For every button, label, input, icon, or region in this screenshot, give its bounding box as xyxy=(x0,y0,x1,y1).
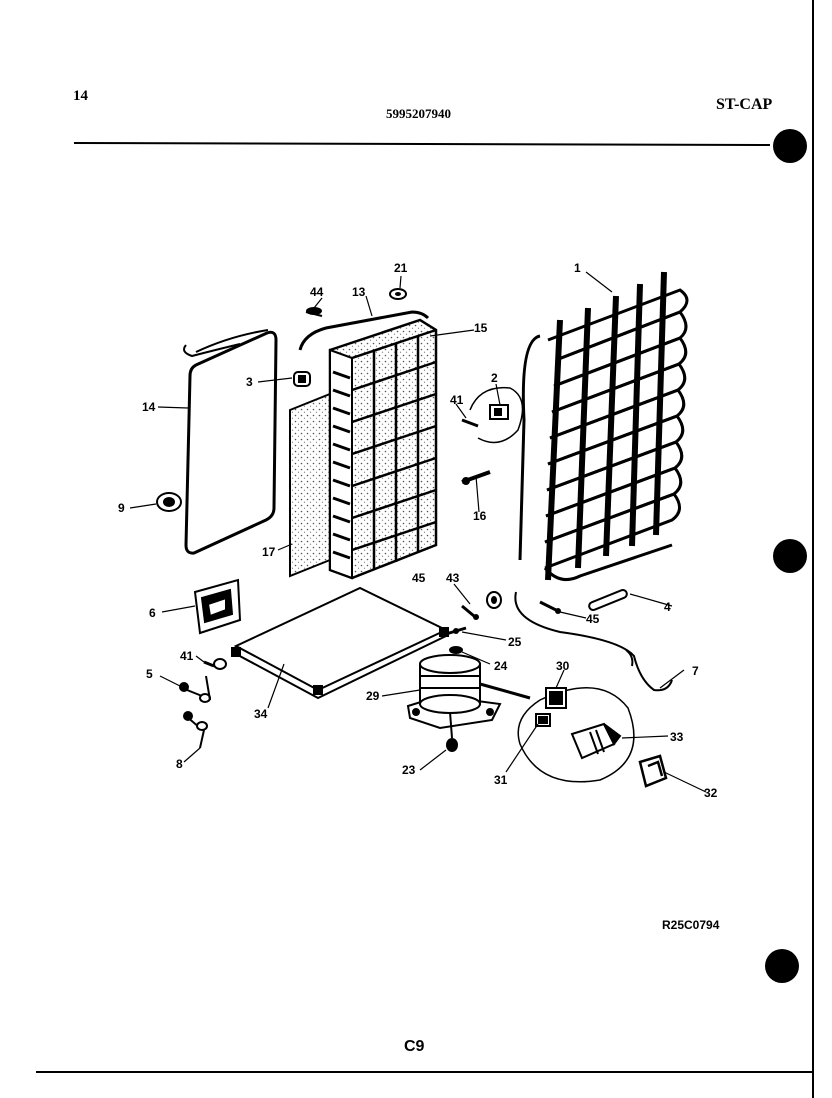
binder-hole-top xyxy=(773,129,807,163)
part-2-detail-callout xyxy=(469,386,524,444)
model-code: ST-CAP xyxy=(716,96,773,113)
part-45-screw-right xyxy=(539,600,561,614)
part-2-valve xyxy=(489,404,509,420)
page-border xyxy=(36,0,814,1098)
callout-41-lower: 41 xyxy=(180,649,194,663)
callout-24: 24 xyxy=(494,659,508,673)
callout-3: 3 xyxy=(246,375,253,389)
part-30-relay xyxy=(545,687,567,709)
callout-16: 16 xyxy=(473,509,487,523)
part-24-grommet xyxy=(449,646,463,654)
callout-33: 33 xyxy=(670,730,684,744)
callout-23: 23 xyxy=(402,763,416,777)
part-34-base-plate xyxy=(231,586,449,700)
callout-14: 14 xyxy=(142,400,156,414)
callout-21: 21 xyxy=(394,261,408,275)
electrical-detail-callout xyxy=(517,687,635,783)
drawing-code: R25C0794 xyxy=(662,918,720,932)
part-6-bracket xyxy=(193,578,242,635)
part-4-drier xyxy=(588,589,628,611)
page-number: 14 xyxy=(73,88,88,104)
leader-lines xyxy=(129,271,707,793)
callout-34: 34 xyxy=(254,707,268,721)
part-41-screw-upper xyxy=(461,418,479,428)
part-9-grommet xyxy=(156,492,182,512)
callout-6: 6 xyxy=(149,606,156,620)
part-44-clip xyxy=(305,307,323,317)
callout-25: 25 xyxy=(508,635,522,649)
callout-45-right: 45 xyxy=(586,612,600,626)
part-21-plug xyxy=(389,288,407,300)
part-3-bushing xyxy=(293,371,311,387)
page-code: C9 xyxy=(404,1038,425,1055)
part-32-clip xyxy=(638,754,668,788)
callout-41-upper: 41 xyxy=(450,393,464,407)
callout-44: 44 xyxy=(310,285,324,299)
callout-31: 31 xyxy=(494,773,508,787)
callout-4: 4 xyxy=(664,600,671,614)
part-8-leveling-leg xyxy=(183,711,208,749)
part-5-leveling-leg xyxy=(179,675,211,703)
callout-9: 9 xyxy=(118,501,125,515)
part-33-cover xyxy=(570,722,622,760)
part-43-nut xyxy=(486,591,502,609)
part-7-tubing xyxy=(514,591,673,692)
part-29-compressor xyxy=(406,654,531,739)
part-31-overload xyxy=(535,713,551,727)
callout-1: 1 xyxy=(574,261,581,275)
callout-8: 8 xyxy=(176,757,183,771)
callout-17: 17 xyxy=(262,545,276,559)
callout-43: 43 xyxy=(446,571,460,585)
callout-2: 2 xyxy=(491,371,498,385)
part-17-insulation-panel xyxy=(289,392,331,578)
callout-labels: 1 2 3 4 5 6 7 8 9 13 14 15 16 17 21 23 2… xyxy=(118,261,718,800)
callout-7: 7 xyxy=(692,664,699,678)
part-15-evaporator xyxy=(328,318,438,580)
part-45-screw-left xyxy=(461,604,479,620)
callout-13: 13 xyxy=(352,285,366,299)
binder-hole-middle xyxy=(773,539,807,573)
callout-5: 5 xyxy=(146,667,153,681)
callout-29: 29 xyxy=(366,689,380,703)
callout-30: 30 xyxy=(556,659,570,673)
part-door-gasket xyxy=(183,329,278,555)
binder-hole-bottom xyxy=(765,949,799,983)
part-1-condenser xyxy=(518,271,689,582)
callout-45-left: 45 xyxy=(412,571,426,585)
callout-32: 32 xyxy=(704,786,718,800)
callout-15: 15 xyxy=(474,321,488,335)
part-number: 5995207940 xyxy=(386,106,451,121)
part-13-capillary-tube xyxy=(298,310,430,351)
part-23-grommet xyxy=(446,738,458,752)
part-41-screw-lower xyxy=(203,658,227,670)
part-25-washer xyxy=(445,626,467,636)
